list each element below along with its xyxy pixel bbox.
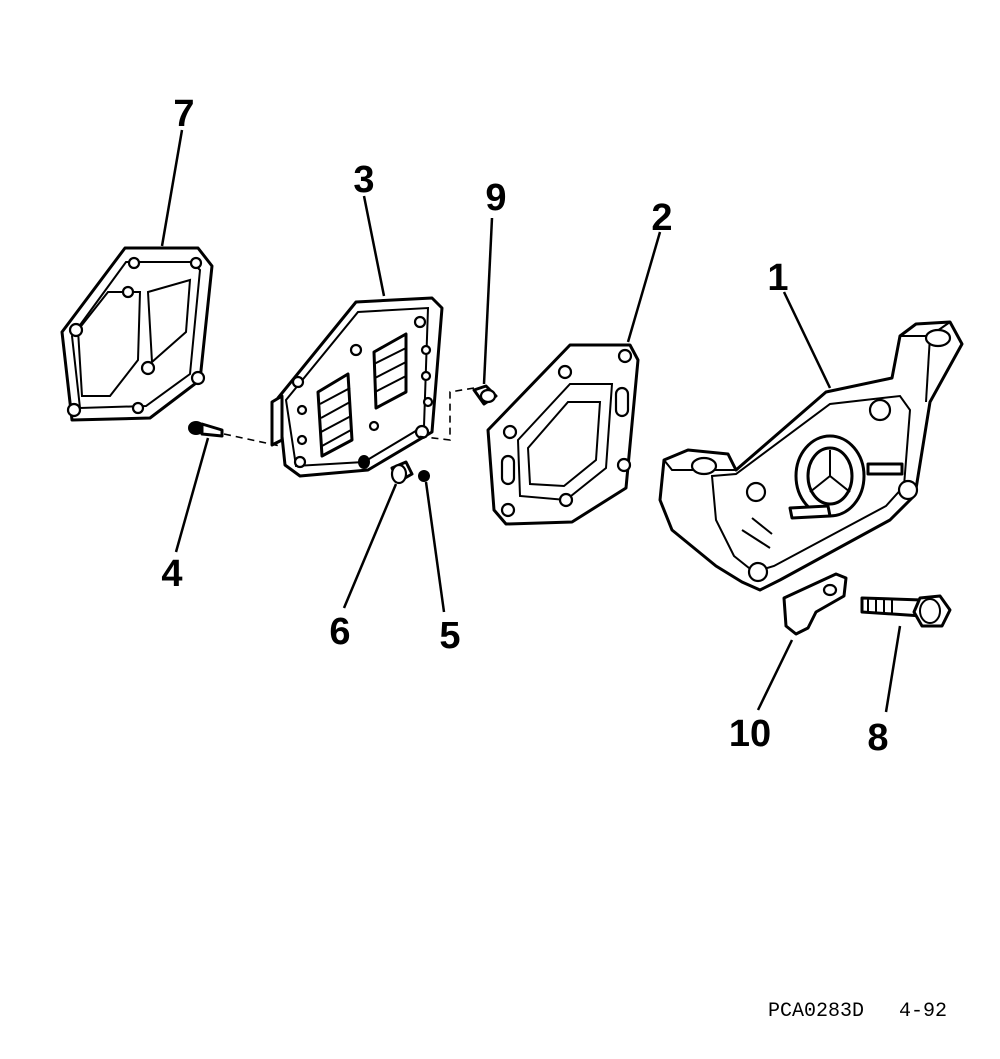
callout-6: 6 (329, 611, 350, 653)
callout-9: 9 (485, 177, 506, 219)
figure-code: PCA0283D (768, 1000, 864, 1023)
callout-labels: 7 3 9 2 1 4 6 5 10 8 (161, 93, 888, 759)
callout-10: 10 (729, 713, 771, 755)
part-8-bolt (860, 594, 952, 628)
leader-lines (160, 129, 902, 713)
callout-7: 7 (173, 93, 194, 135)
callout-2: 2 (651, 197, 672, 239)
part-5-nut (418, 470, 430, 482)
part-6-bushing (390, 460, 414, 485)
figure-reference: PCA0283D 4-92 (768, 1000, 947, 1023)
page-number: 4-92 (899, 1000, 947, 1023)
part-4-screw (188, 421, 281, 447)
part-7-gasket (60, 246, 214, 422)
callout-4: 4 (161, 553, 182, 595)
part-9-screw (415, 384, 498, 441)
part-2-gasket (486, 343, 640, 526)
part-3-reed-plate (270, 296, 444, 478)
callout-1: 1 (767, 257, 788, 299)
part-1-housing (658, 320, 964, 592)
callout-3: 3 (353, 159, 374, 201)
callout-8: 8 (867, 717, 888, 759)
part-10-clamp (782, 572, 848, 636)
callout-5: 5 (439, 615, 460, 657)
